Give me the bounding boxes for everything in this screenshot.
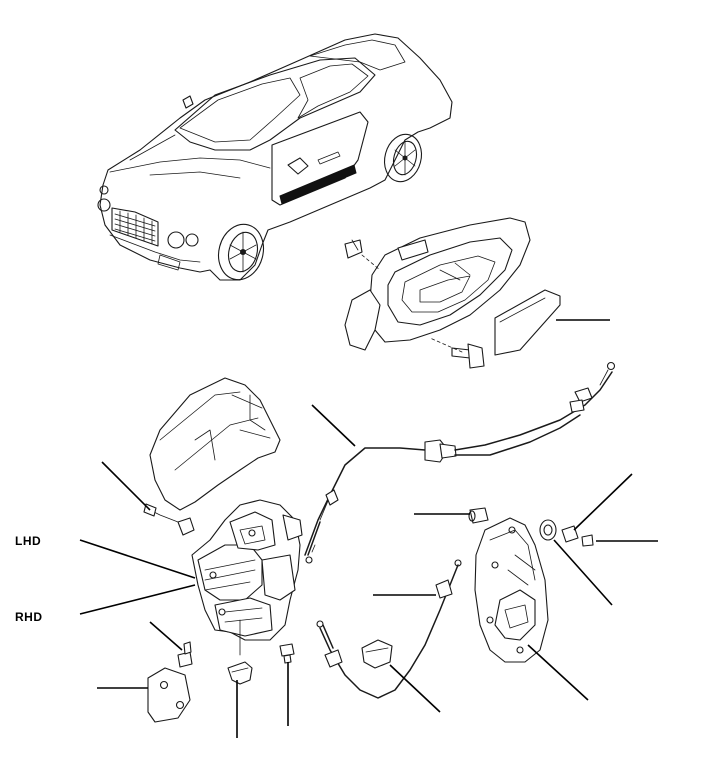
car-illustration <box>97 33 453 281</box>
latch-bolt <box>177 641 193 668</box>
release-cable-upper <box>304 361 616 564</box>
striker-plate <box>147 667 191 723</box>
remote-release-unit <box>474 517 594 663</box>
label-lhd: LHD <box>15 534 42 548</box>
grommet <box>468 507 489 524</box>
latch-screw <box>279 643 295 664</box>
release-cable-lower <box>316 559 462 699</box>
leader-lines <box>79 319 658 738</box>
lock-cover-shield <box>149 377 281 511</box>
label-rhd: RHD <box>15 610 43 624</box>
door-latch-mechanism <box>143 499 303 656</box>
cable-clip <box>227 661 253 685</box>
interior-door-handle-assembly <box>344 217 561 369</box>
